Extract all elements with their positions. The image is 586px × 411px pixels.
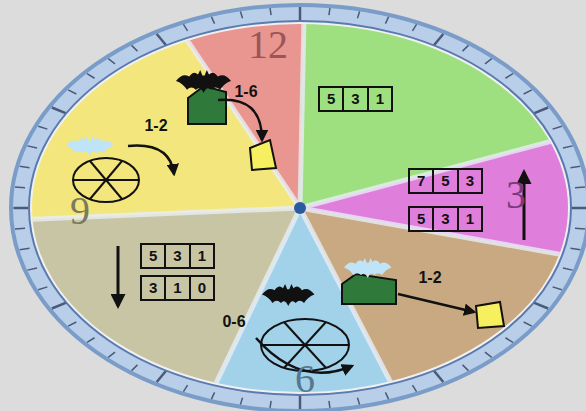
tick-mark: [553, 287, 562, 290]
arrow: [128, 146, 174, 174]
tick-mark: [270, 401, 271, 408]
tick-mark: [27, 146, 37, 148]
tick-mark: [575, 186, 585, 188]
clock-center: [294, 202, 306, 214]
yellow-shape: [476, 302, 504, 328]
tick-mark: [357, 11, 359, 18]
range-label: 1-2: [144, 117, 167, 135]
tick-mark: [15, 186, 25, 188]
tick-mark: [27, 268, 37, 270]
tick-mark: [563, 268, 573, 270]
tick-mark: [299, 7, 302, 20]
clock-numeral: 12: [248, 21, 288, 68]
range-label: 0-6: [222, 313, 245, 331]
arrow: [398, 294, 474, 312]
number-cell: 1: [367, 88, 391, 110]
number-cell: 7: [410, 170, 432, 192]
tick-mark: [87, 74, 94, 79]
number-cell: 5: [432, 170, 456, 192]
number-row: 531: [408, 206, 483, 232]
tick-mark: [157, 34, 166, 45]
tick-mark: [68, 322, 76, 326]
tick-mark: [329, 8, 330, 15]
tick-mark: [68, 90, 76, 94]
clock-numeral: 6: [295, 355, 315, 402]
tick-mark: [20, 248, 30, 249]
tick-mark: [412, 24, 416, 30]
tick-mark: [211, 392, 214, 399]
tick-mark: [87, 338, 94, 343]
tick-mark: [132, 45, 138, 51]
yellow-shape: [250, 140, 276, 170]
tick-mark: [270, 8, 271, 15]
number-row: 310: [140, 275, 215, 301]
tick-mark: [463, 45, 469, 51]
tick-mark: [434, 371, 443, 382]
number-cell: 1: [164, 277, 188, 299]
tick-mark: [385, 17, 388, 24]
tick-mark: [485, 59, 492, 64]
down-arrow: [117, 246, 120, 306]
tick-mark: [412, 385, 416, 391]
range-label: 1-6: [234, 83, 257, 101]
bat-symbol: [176, 70, 231, 93]
tick-mark: [132, 365, 138, 371]
bat-symbol: [344, 258, 392, 278]
tick-mark: [575, 228, 585, 230]
tick-mark: [329, 401, 330, 408]
tick-mark: [357, 398, 359, 405]
tick-mark: [570, 166, 580, 167]
tick-mark: [211, 17, 214, 24]
tick-mark: [463, 365, 469, 371]
clock-numeral: 3: [506, 171, 526, 218]
tick-mark: [183, 385, 187, 391]
tick-mark: [15, 228, 25, 230]
number-cell: 3: [457, 170, 481, 192]
bat-symbol: [262, 284, 315, 306]
tick-mark: [505, 338, 512, 343]
number-row: 531: [318, 86, 393, 112]
tick-mark: [20, 166, 30, 167]
tick-mark: [553, 126, 562, 129]
number-cell: 3: [164, 245, 188, 267]
tick-mark: [108, 59, 115, 64]
number-cell: 0: [189, 277, 213, 299]
range-label: 1-2: [418, 269, 441, 287]
number-cell: 5: [320, 88, 342, 110]
tick-mark: [505, 74, 512, 79]
number-cell: 5: [410, 208, 432, 230]
tick-mark: [157, 371, 166, 382]
number-cell: 1: [189, 245, 213, 267]
green-shape: [188, 86, 226, 124]
tick-mark: [240, 398, 242, 405]
bat-symbol: [66, 136, 114, 156]
green-shape: [342, 274, 396, 304]
tick-mark: [385, 392, 388, 399]
tick-mark: [524, 322, 532, 326]
number-cell: 3: [432, 208, 456, 230]
number-cell: 3: [142, 277, 164, 299]
tick-mark: [38, 287, 47, 290]
tick-mark: [485, 352, 492, 357]
number-cell: 5: [142, 245, 164, 267]
tick-mark: [563, 146, 573, 148]
tick-mark: [240, 11, 242, 18]
number-row: 531: [140, 243, 215, 269]
tick-mark: [108, 352, 115, 357]
number-cell: 1: [457, 208, 481, 230]
tick-mark: [183, 24, 187, 30]
tick-mark: [38, 126, 47, 129]
tick-mark: [524, 90, 532, 94]
number-cell: 3: [342, 88, 366, 110]
tick-mark: [434, 34, 443, 45]
arrow: [218, 100, 262, 140]
tick-mark: [570, 248, 580, 249]
clock-numeral: 9: [70, 187, 90, 234]
number-row: 753: [408, 168, 483, 194]
